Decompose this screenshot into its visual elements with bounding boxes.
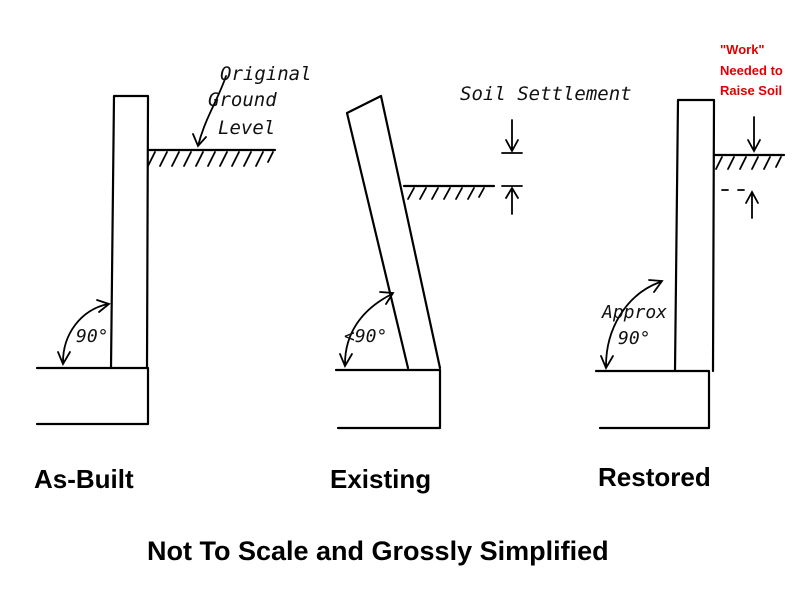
existing-angle-arc	[339, 291, 395, 369]
restored-wall	[673, 98, 716, 373]
as-built-ground-pointer-arrow	[192, 75, 227, 148]
raise-soil-arrows	[745, 116, 761, 219]
work-note-line2: Needed to	[720, 63, 783, 78]
level-label: Level	[218, 117, 275, 139]
original-ground-label: Original	[220, 63, 312, 85]
existing-caption: Existing	[330, 464, 431, 494]
as-built-ground-hatch	[146, 148, 277, 167]
soil-settlement-label: Soil Settlement	[460, 83, 632, 105]
approx-label: Approx	[601, 302, 667, 323]
existing-ground-hatch	[402, 184, 496, 200]
restored-angle-arc	[600, 279, 664, 371]
existing-wall	[345, 94, 442, 370]
restored-caption: Restored	[598, 462, 711, 492]
restored-ground-hatch	[712, 153, 786, 170]
restored-footing	[594, 369, 711, 430]
existing-panel: Soil Settlement <90° Existing	[330, 83, 632, 494]
restored-angle-label: 90°	[618, 328, 651, 349]
as-built-footing	[35, 366, 150, 426]
as-built-panel: 90° Original Ground Level As-Built	[34, 63, 312, 494]
ground-label: Ground	[208, 89, 277, 111]
existing-footing	[334, 368, 442, 430]
as-built-angle-arc	[57, 299, 111, 367]
as-built-angle-label: 90°	[76, 326, 109, 347]
as-built-caption: As-Built	[34, 464, 134, 494]
as-built-wall	[109, 94, 150, 370]
footer-note: Not To Scale and Grossly Simplified	[147, 536, 609, 566]
work-note-line1: "Work"	[720, 42, 765, 57]
existing-angle-label: <90°	[344, 326, 387, 347]
settlement-dimension-arrows	[501, 119, 523, 215]
work-note-line3: Raise Soil	[720, 83, 782, 98]
restored-panel: Approx 90° "Work" Needed to Raise Soil R…	[594, 42, 786, 492]
